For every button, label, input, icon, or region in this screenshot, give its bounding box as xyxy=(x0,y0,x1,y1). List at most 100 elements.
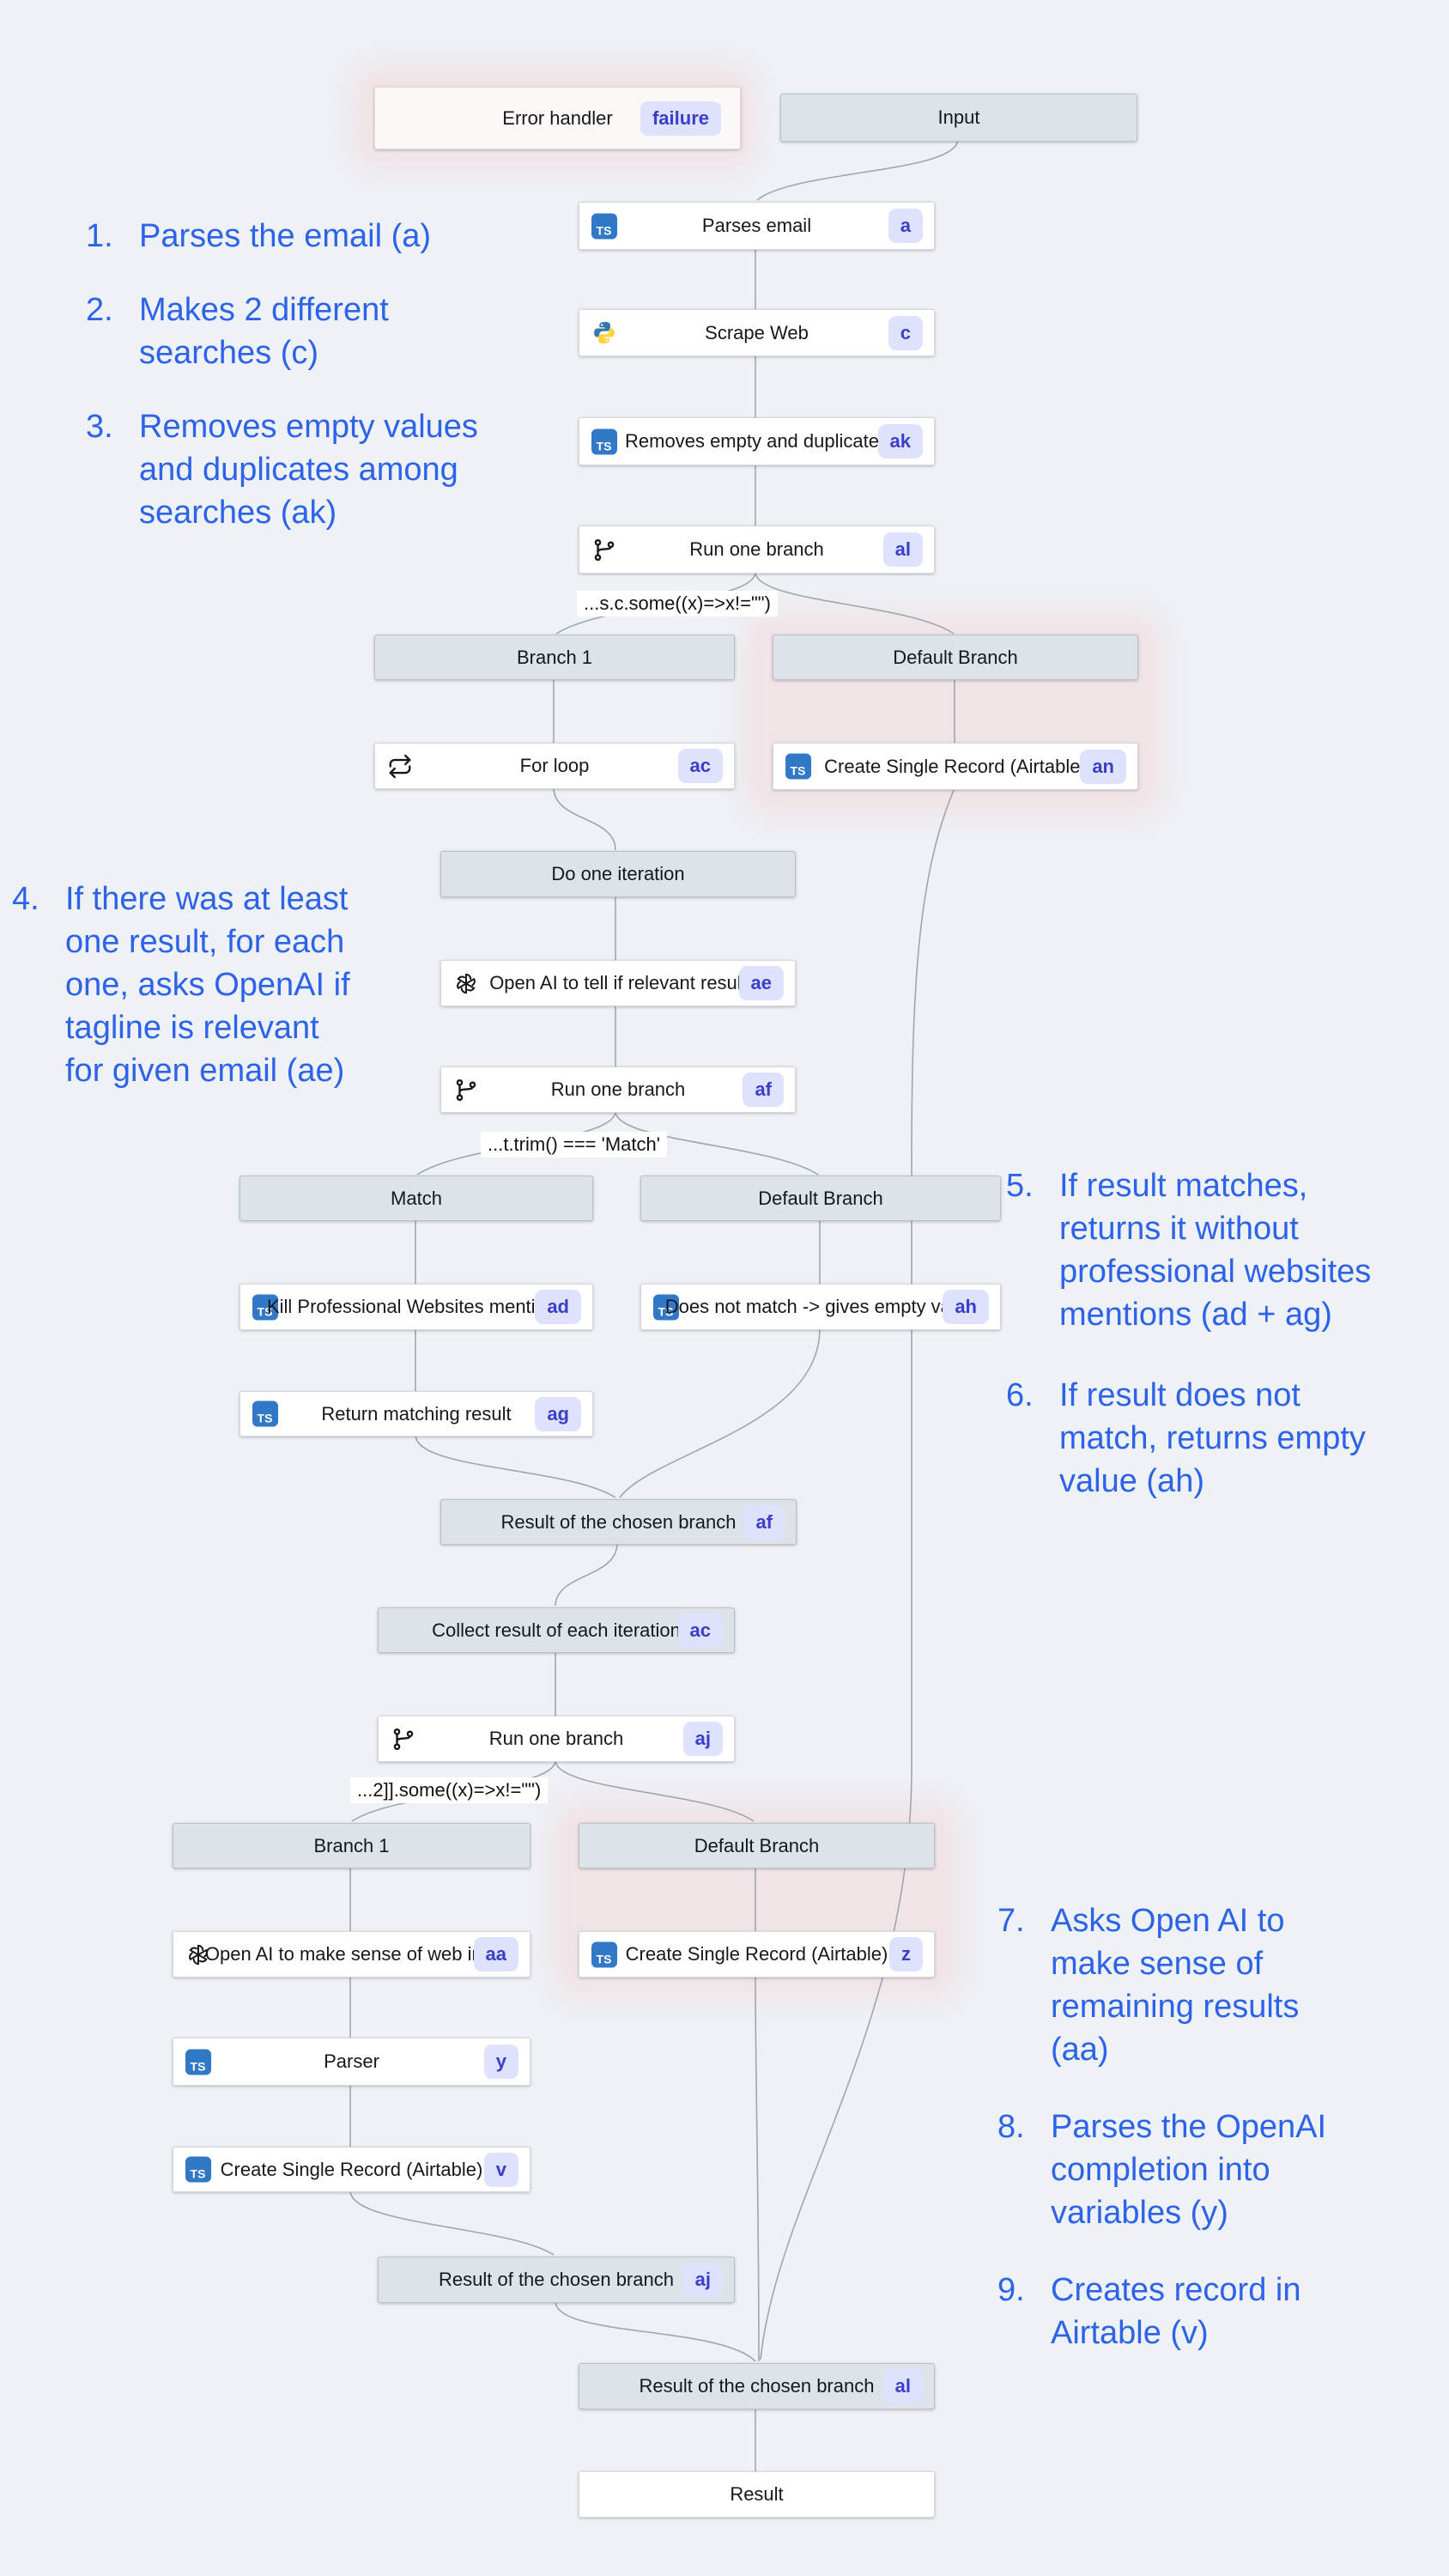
failure-badge: failure xyxy=(640,100,721,136)
annotation-item-6: 6. If result does not match, returns emp… xyxy=(1006,1377,1366,1499)
node-openai-relevant[interactable]: Open AI to tell if relevant result ae xyxy=(440,960,796,1006)
annotation-item-3: 3. Removes empty values and duplicates a… xyxy=(86,409,478,531)
annotation-item-9: 9. Creates record in Airtable (v) xyxy=(997,2272,1301,2351)
node-create-record-v[interactable]: TS Create Single Record (Airtable) v xyxy=(173,2147,530,2192)
node-create-record-an[interactable]: TS Create Single Record (Airtable) an xyxy=(773,743,1138,790)
node-badge: aj xyxy=(682,1722,723,1756)
node-badge: ac xyxy=(677,1613,723,1648)
typescript-icon: TS xyxy=(185,2049,211,2075)
node-run-one-branch-al[interactable]: Run one branch al xyxy=(579,526,935,574)
typescript-icon: TS xyxy=(252,1400,278,1427)
node-label: Parses email xyxy=(701,215,812,236)
node-label: Match xyxy=(391,1187,442,1209)
node-create-record-z[interactable]: TS Create Single Record (Airtable) z xyxy=(579,1931,935,1978)
annotation-item-1: 1. Parses the email (a) xyxy=(86,218,432,254)
node-badge: y xyxy=(483,2044,518,2079)
node-label: Result of the chosen branch xyxy=(500,1510,737,1533)
annotation-block-3: 5. If result matches, returns it without… xyxy=(1006,1164,1449,1503)
node-openai-make-sense[interactable]: Open AI to make sense of web info aa xyxy=(173,1931,530,1978)
annotation-item-7: 7. Asks Open AI to make sense of remaini… xyxy=(997,1903,1300,2068)
node-branch1-top[interactable]: Branch 1 xyxy=(374,635,735,680)
node-result-af[interactable]: Result of the chosen branch af xyxy=(440,1499,797,1545)
node-badge: z xyxy=(889,1937,923,1971)
node-label: Run one branch xyxy=(689,538,824,560)
node-label: Default Branch xyxy=(758,1187,883,1209)
node-label: Return matching result xyxy=(321,1402,512,1425)
node-badge: ak xyxy=(877,424,923,459)
node-scrape-web[interactable]: Scrape Web c xyxy=(579,309,935,356)
node-run-one-branch-aj[interactable]: Run one branch aj xyxy=(378,1716,735,1762)
node-for-loop[interactable]: For loop ac xyxy=(374,743,735,789)
node-label: For loop xyxy=(519,755,590,776)
node-label: Result of the chosen branch xyxy=(639,2375,875,2397)
typescript-icon: TS xyxy=(591,428,617,455)
node-error-handler[interactable]: Error handler failure xyxy=(374,87,741,149)
node-result[interactable]: Result xyxy=(579,2471,935,2518)
node-default-branch-top[interactable]: Default Branch xyxy=(773,635,1138,680)
node-run-one-branch-af[interactable]: Run one branch af xyxy=(440,1066,796,1113)
node-badge: ac xyxy=(677,749,723,783)
node-label: Collect result of each iteration xyxy=(432,1619,681,1641)
node-badge: c xyxy=(888,315,923,350)
node-label: Create Single Record (Airtable) xyxy=(824,755,1087,777)
node-badge: ae xyxy=(738,966,784,1000)
annotation-block-4: 7. Asks Open AI to make sense of remaini… xyxy=(997,1899,1427,2354)
node-does-not-match[interactable]: TS Does not match -> gives empty value a… xyxy=(640,1284,1001,1330)
annotation-item-8: 8. Parses the OpenAI completion into var… xyxy=(997,2109,1327,2231)
node-parser[interactable]: TS Parser y xyxy=(173,2038,530,2086)
node-badge: v xyxy=(483,2152,518,2187)
node-label: Error handler xyxy=(502,106,613,129)
node-default-branch-bottom[interactable]: Default Branch xyxy=(579,1823,935,1868)
node-badge: a xyxy=(888,209,923,243)
node-badge: aj xyxy=(682,2263,723,2297)
node-badge: af xyxy=(743,1504,785,1540)
node-match[interactable]: Match xyxy=(239,1176,593,1221)
node-return-matching[interactable]: TS Return matching result ag xyxy=(239,1391,593,1437)
node-label: Branch 1 xyxy=(516,646,593,668)
node-badge: al xyxy=(882,2369,923,2403)
node-label: Run one branch xyxy=(488,1728,624,1749)
node-label: Kill Professional Websites mentions xyxy=(266,1296,567,1317)
node-removes-empty[interactable]: TS Removes empty and duplicates ak xyxy=(579,417,935,465)
node-badge: af xyxy=(743,1072,784,1107)
node-input[interactable]: Input xyxy=(780,94,1137,142)
node-do-one-iteration[interactable]: Do one iteration xyxy=(440,851,796,897)
node-label: Result of the chosen branch xyxy=(439,2269,674,2290)
node-label: Does not match -> gives empty value xyxy=(664,1296,977,1317)
typescript-icon: TS xyxy=(785,753,811,780)
node-badge: aa xyxy=(473,1937,518,1971)
node-label: Parser xyxy=(324,2050,379,2072)
node-label: Branch 1 xyxy=(313,1834,390,1856)
node-collect-result[interactable]: Collect result of each iteration ac xyxy=(378,1607,735,1653)
node-kill-professional[interactable]: TS Kill Professional Websites mentions a… xyxy=(239,1284,593,1330)
node-label: Create Single Record (Airtable) xyxy=(625,1943,888,1965)
node-parses-email[interactable]: TS Parses email a xyxy=(579,202,935,250)
node-label: Input xyxy=(937,106,980,128)
node-label: Removes empty and duplicates xyxy=(625,430,888,452)
annotation-item-5: 5. If result matches, returns it without… xyxy=(1006,1168,1372,1333)
condition-label-3: ...2]].some((x)=>x!="") xyxy=(350,1777,549,1803)
node-branch1-bottom[interactable]: Branch 1 xyxy=(173,1823,530,1868)
annotation-item-4: 4. If there was at least one result, for… xyxy=(12,881,350,1089)
node-result-al[interactable]: Result of the chosen branch al xyxy=(579,2363,935,2409)
node-badge: al xyxy=(882,532,923,567)
node-badge: ag xyxy=(535,1396,581,1431)
typescript-icon: TS xyxy=(185,2156,211,2183)
node-label: Result xyxy=(730,2483,784,2505)
condition-label-1: ...s.c.some((x)=>x!="") xyxy=(577,591,778,617)
node-badge: an xyxy=(1080,749,1126,784)
node-label: Open AI to make sense of web info xyxy=(204,1943,499,1965)
node-label: Open AI to tell if relevant result xyxy=(489,972,747,993)
node-label: Default Branch xyxy=(694,1834,820,1856)
node-badge: ad xyxy=(535,1290,581,1324)
typescript-icon: TS xyxy=(252,1294,278,1321)
condition-label-2: ...t.trim() === 'Match' xyxy=(481,1132,667,1157)
typescript-icon: TS xyxy=(591,1941,617,1968)
node-badge: ah xyxy=(943,1290,989,1324)
node-default-branch-mid[interactable]: Default Branch xyxy=(640,1176,1001,1221)
node-label: Do one iteration xyxy=(551,863,685,884)
node-label: Default Branch xyxy=(893,646,1018,668)
annotation-block-1: 1. Parses the email (a) 2. Makes 2 diffe… xyxy=(86,215,515,534)
node-result-aj[interactable]: Result of the chosen branch aj xyxy=(378,2257,735,2303)
